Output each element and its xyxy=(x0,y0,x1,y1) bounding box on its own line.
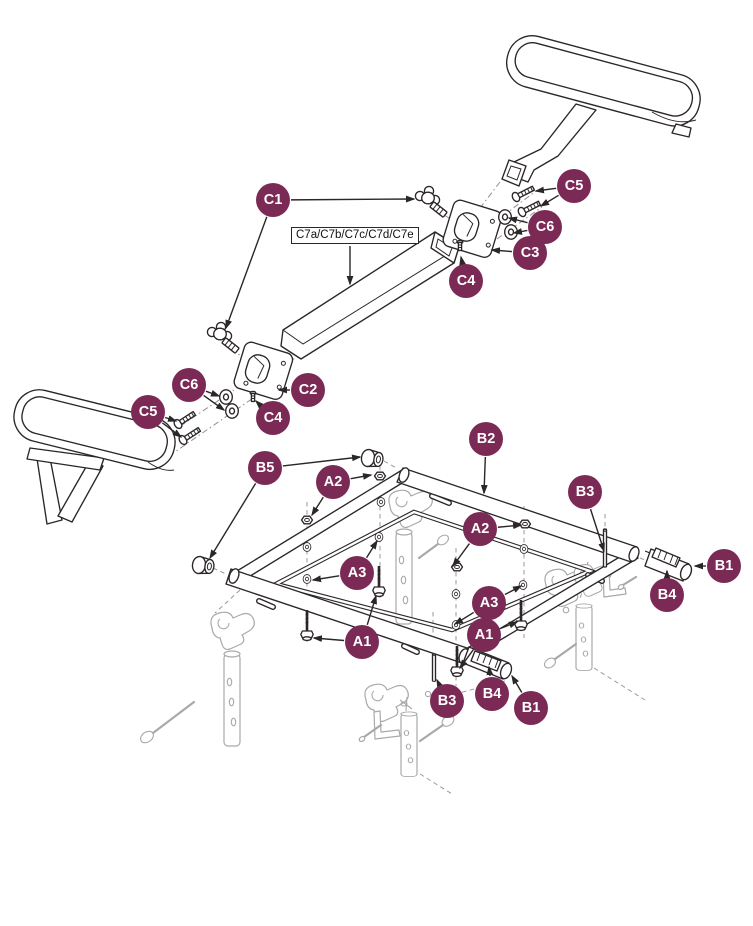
end-plug-left xyxy=(190,555,216,577)
leader-a2-13 xyxy=(497,522,523,530)
leader-a3-16 xyxy=(504,585,523,596)
square-tube xyxy=(280,231,460,360)
leader-c5-7 xyxy=(161,422,183,438)
leader-b5-9 xyxy=(282,454,362,467)
leader-c6-2 xyxy=(507,216,528,224)
callout-a1-19: A1 xyxy=(467,618,501,652)
mount-plate-left xyxy=(233,341,294,400)
leader-a2-13 xyxy=(452,543,470,568)
leader-c6-6 xyxy=(205,390,221,397)
callout-c2-5: C2 xyxy=(291,373,325,407)
callout-c4-8: C4 xyxy=(256,401,290,435)
leader-c4-8 xyxy=(254,399,265,410)
leader-b5-9 xyxy=(209,482,257,560)
callout-b4-17: B4 xyxy=(650,578,684,612)
callout-a1-18: A1 xyxy=(345,625,379,659)
leader-b4-21 xyxy=(486,665,494,677)
leader-c1-0 xyxy=(290,195,416,203)
receiver-post-right xyxy=(543,564,638,672)
callout-b5-9: B5 xyxy=(248,451,282,485)
leader-a3-15 xyxy=(365,539,378,559)
callout-c6-2: C6 xyxy=(528,210,562,244)
leader-c3-3 xyxy=(490,247,513,255)
callout-b1-22: B1 xyxy=(514,691,548,725)
leader-c6-2 xyxy=(512,228,528,235)
screws-left xyxy=(171,408,203,447)
callout-b3-12: B3 xyxy=(568,475,602,509)
receiver-post-center-top xyxy=(388,489,450,625)
callout-c3-3: C3 xyxy=(513,236,547,270)
leader-a1-18 xyxy=(366,594,377,625)
leader-b2-11 xyxy=(480,456,488,495)
callout-c1-0: C1 xyxy=(256,183,290,217)
callout-a2-13: A2 xyxy=(463,512,497,546)
setscrew-top xyxy=(456,239,464,252)
leader-c5-7 xyxy=(164,415,178,422)
callout-b4-21: B4 xyxy=(475,677,509,711)
leader-arrows xyxy=(161,186,706,693)
leader-a1-19 xyxy=(500,621,519,630)
part-range-label: C7a/C7b/C7c/C7d/C7e xyxy=(291,227,419,244)
leader-c6-6 xyxy=(203,394,226,411)
leader-a1-18 xyxy=(312,635,345,643)
armrest-right xyxy=(501,35,701,187)
callout-c5-1: C5 xyxy=(557,169,591,203)
washers-top xyxy=(498,209,518,240)
leader-c4-4 xyxy=(459,255,466,266)
clamp-knob-left xyxy=(206,321,240,354)
leader-c1-0 xyxy=(225,216,268,330)
washers-left xyxy=(219,389,239,419)
leader-a2-10 xyxy=(311,496,324,517)
callout-a3-15: A3 xyxy=(340,556,374,590)
leader-b1-22 xyxy=(511,674,523,693)
leader-b3-12 xyxy=(589,508,605,553)
frame-tubes xyxy=(225,467,640,664)
setscrew-left xyxy=(249,390,257,403)
callout-b3-20: B3 xyxy=(430,684,464,718)
callout-b1-14: B1 xyxy=(707,549,741,583)
frame-inner-rails xyxy=(256,493,605,655)
callout-c6-6: C6 xyxy=(172,368,206,402)
leader-b3-20 xyxy=(436,678,444,689)
callout-c5-7: C5 xyxy=(131,395,165,429)
leader-c5-1 xyxy=(534,186,557,194)
callout-a3-16: A3 xyxy=(472,586,506,620)
clamp-knob-top xyxy=(414,185,448,218)
tube-end-right xyxy=(644,547,693,582)
leader-a3-15 xyxy=(311,575,340,583)
armrest-left xyxy=(13,389,176,525)
end-plug-top xyxy=(359,448,385,470)
tube-end-bottom xyxy=(462,646,513,680)
leader-c5-1 xyxy=(539,194,559,207)
callout-c4-4: C4 xyxy=(449,264,483,298)
receiver-post-left xyxy=(140,611,255,747)
leader-a3-16 xyxy=(453,611,475,625)
leader-a1-19 xyxy=(459,649,474,670)
callout-a2-10: A2 xyxy=(316,465,350,499)
callout-b2-11: B2 xyxy=(469,422,503,456)
leader-a2-10 xyxy=(350,473,373,480)
